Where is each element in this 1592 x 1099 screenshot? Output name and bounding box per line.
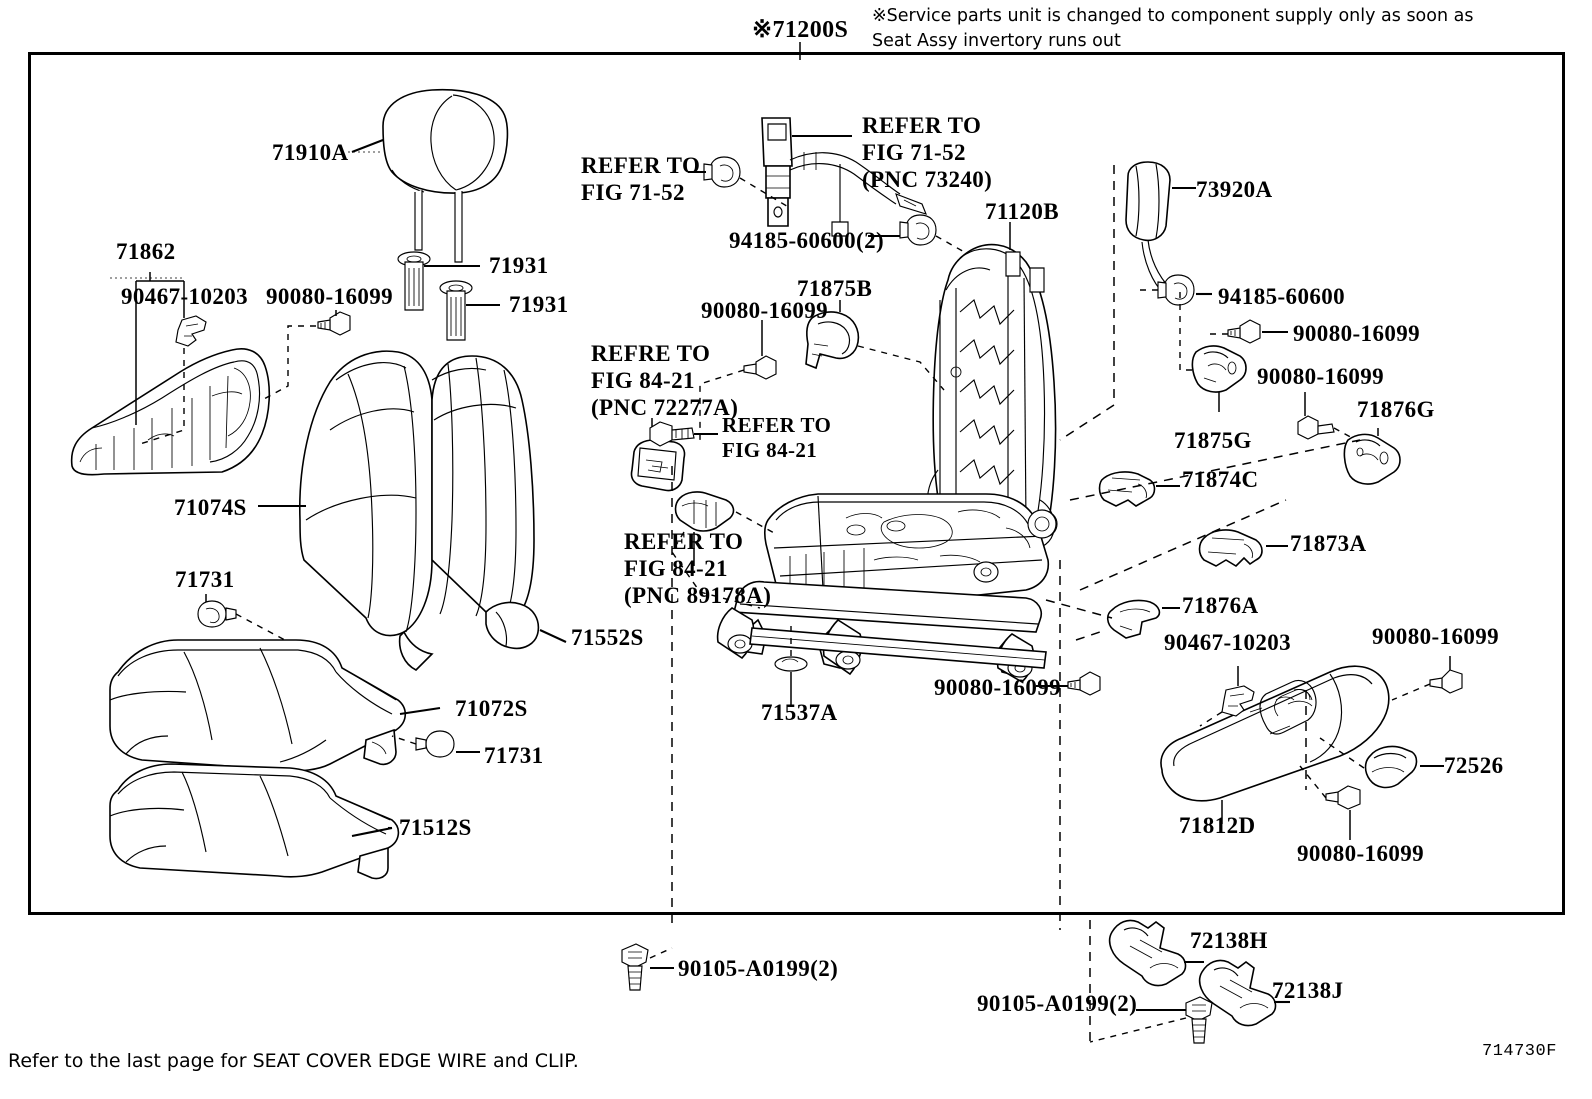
label-71120b: 71120B (985, 199, 1059, 224)
label-71875g: 71875G (1174, 428, 1252, 453)
bracket-72138h (1108, 919, 1187, 987)
bracket-72138j (1198, 959, 1277, 1027)
label-refer-fig-84-21: REFER TO FIG 84-21 (722, 413, 832, 462)
label-72526: 72526 (1444, 753, 1504, 778)
label-71931-upper: 71931 (489, 253, 549, 278)
label-90105-a0199-left: 90105-A0199(2) (678, 956, 839, 981)
label-72138j: 72138J (1272, 978, 1344, 1003)
rail-bolt-right (1185, 996, 1213, 1044)
service-parts-note: ※Service parts unit is changed to compon… (872, 6, 1474, 51)
rail-bolt-left (621, 943, 649, 991)
label-90080-16099-bracket: 90080-16099 (1257, 364, 1385, 389)
label-73920a: 73920A (1196, 177, 1273, 202)
label-94185-60600-2: 94185-60600(2) (729, 228, 885, 253)
top-callout-71200s: ※71200S (752, 17, 849, 43)
label-71812d: 71812D (1179, 813, 1256, 838)
label-90080-16099-lever: 90080-16099 (701, 298, 829, 323)
footer-note: Refer to the last page for SEAT COVER ED… (8, 1050, 579, 1072)
label-71862: 71862 (116, 239, 176, 264)
label-90080-16099-shield-top: 90080-16099 (1372, 624, 1500, 649)
label-refre-fig-84-21-72277a: REFRE TO FIG 84-21 (PNC 72277A) (591, 341, 739, 421)
label-refer-fig-71-52-left: REFER TO FIG 71-52 (581, 153, 701, 206)
label-71537a: 71537A (761, 700, 838, 725)
label-90080-16099-shield-bottom: 90080-16099 (1297, 841, 1425, 866)
label-90467-10203-right: 90467-10203 (1164, 630, 1292, 655)
label-71874c: 71874C (1182, 467, 1259, 492)
label-71910a: 71910A (272, 140, 349, 165)
label-71072s: 71072S (455, 696, 528, 721)
diagram-frame (28, 52, 1565, 915)
label-71512s: 71512S (399, 815, 472, 840)
label-90467-10203-left: 90467-10203 (121, 284, 249, 309)
label-71875b: 71875B (797, 276, 873, 301)
label-90080-16099-armrest: 90080-16099 (266, 284, 394, 309)
label-71552s: 71552S (571, 625, 644, 650)
label-71876a: 71876A (1182, 593, 1259, 618)
label-90080-16099-rail: 90080-16099 (934, 675, 1062, 700)
label-94185-60600: 94185-60600 (1218, 284, 1346, 309)
label-90080-16099-airbag: 90080-16099 (1293, 321, 1421, 346)
label-refer-fig-84-21-89178a: REFER TO FIG 84-21 (PNC 89178A) (624, 529, 772, 609)
drawing-number: 714730F (1482, 1042, 1557, 1061)
label-71931-lower: 71931 (509, 292, 569, 317)
label-71074s: 71074S (174, 495, 247, 520)
label-71731-upper: 71731 (175, 567, 235, 592)
label-refer-fig-71-52-right: REFER TO FIG 71-52 (PNC 73240) (862, 113, 993, 193)
label-72138h: 72138H (1190, 928, 1268, 953)
label-71731-lower: 71731 (484, 743, 544, 768)
label-71873a: 71873A (1290, 531, 1367, 556)
label-90105-a0199-right: 90105-A0199(2) (977, 991, 1138, 1016)
label-71876g: 71876G (1357, 397, 1435, 422)
